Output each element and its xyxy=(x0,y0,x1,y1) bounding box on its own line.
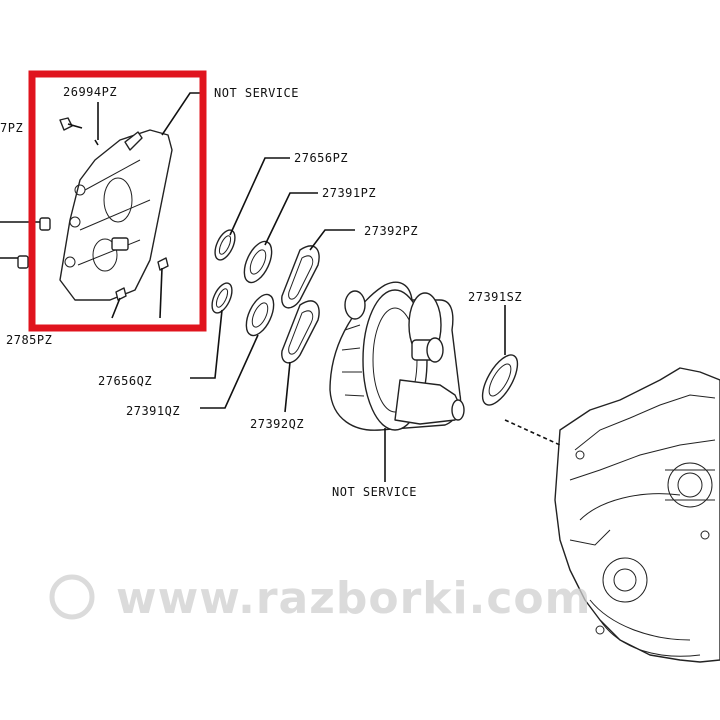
label-27656qz: 27656QZ xyxy=(98,374,152,388)
highlight-box xyxy=(28,70,207,332)
ring-27656pz xyxy=(214,229,236,261)
label-not-service-top: NOT SERVICE xyxy=(214,86,299,100)
ring-27656qz xyxy=(211,282,233,314)
label-27656pz: 27656PZ xyxy=(294,151,348,165)
bolt-top xyxy=(59,117,83,131)
label-27392pz: 27392PZ xyxy=(364,224,418,238)
pin-small-2 xyxy=(111,287,127,319)
gasket-27392qz xyxy=(281,300,320,364)
copyright-icon xyxy=(49,574,95,620)
shaft-assembly xyxy=(329,281,465,431)
label-27391qz: 27391QZ xyxy=(126,404,180,418)
leader-lines xyxy=(161,92,561,482)
bolt-low xyxy=(0,255,29,269)
label-27392qz: 27392QZ xyxy=(250,417,304,431)
pin-small xyxy=(157,257,169,319)
pump-cover xyxy=(59,129,173,301)
seal-27391sz xyxy=(481,354,519,406)
bearing-27391qz xyxy=(245,293,275,337)
label-26994pz: 26994PZ xyxy=(63,85,117,99)
label-27391sz: 27391SZ xyxy=(468,290,522,304)
watermark-text: www.razborki.com xyxy=(116,573,592,624)
label-2785pz: 2785PZ xyxy=(6,333,52,347)
transmission-case xyxy=(554,367,720,663)
label-27391pz: 27391PZ xyxy=(322,186,376,200)
bolt-mid xyxy=(0,217,51,231)
bearing-27391pz xyxy=(243,240,273,284)
watermark: © www.razborki.com xyxy=(49,573,592,624)
label-not-service-bottom: NOT SERVICE xyxy=(332,485,417,499)
label-7pz: 7PZ xyxy=(0,121,23,135)
gasket-27392pz xyxy=(281,245,320,309)
